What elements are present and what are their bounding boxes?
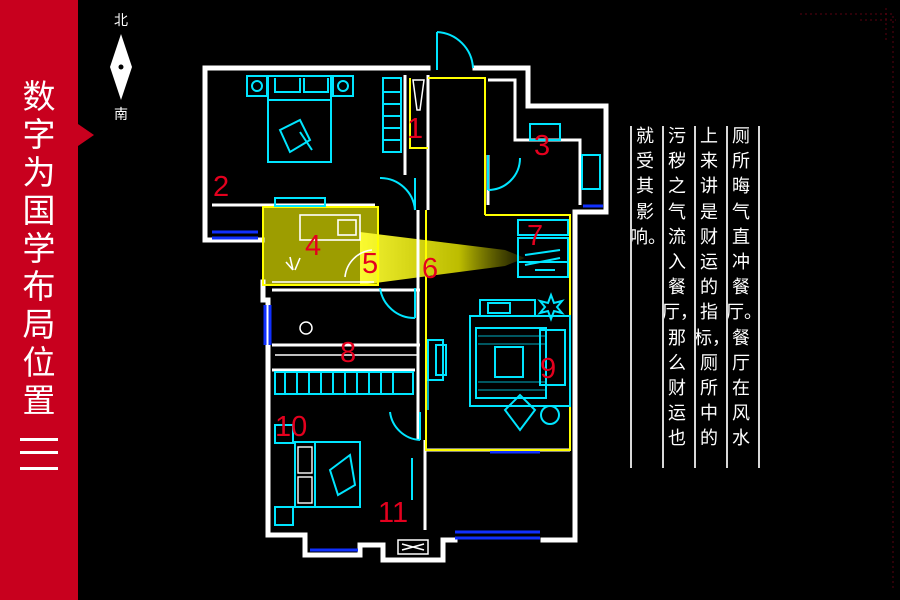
room-label-2: 2 (213, 171, 229, 203)
room-number-labels: 1 2 3 4 5 6 7 8 9 10 11 (213, 113, 556, 529)
room-label-7: 7 (527, 220, 543, 252)
compass-north-label: 北 (114, 13, 128, 29)
column-divider (726, 126, 728, 468)
wardrobe-10 (274, 371, 414, 395)
room-label-9: 9 (540, 353, 556, 385)
room-label-1: 1 (407, 113, 423, 145)
title-sidebar: 数字为国学布局位置 (0, 0, 78, 600)
column-divider (630, 126, 632, 468)
room-label-10: 10 (275, 411, 307, 443)
description-column-3: 污秽之气流入餐厅，那么财运也 (662, 126, 698, 450)
bedroom-10-bed (274, 424, 361, 526)
column-divider (758, 126, 760, 468)
description-column-4: 就受其影响。 (630, 126, 666, 248)
room-label-5: 5 (362, 248, 378, 280)
room-label-3: 3 (534, 130, 550, 162)
dining-7-furniture (517, 219, 569, 278)
balcony-11-fixtures (397, 539, 429, 555)
sidebar-arrow-icon (78, 124, 94, 146)
bedroom-2-furniture (246, 75, 402, 207)
slide-title-number (20, 438, 58, 472)
windows (212, 204, 603, 552)
entry-door (436, 31, 474, 70)
room-label-11: 11 (378, 497, 408, 529)
toilet-1-fixtures (412, 79, 425, 111)
column-divider (662, 126, 664, 468)
room-8-fixtures (275, 321, 418, 356)
slide-title: 数字为国学布局位置 (22, 77, 56, 420)
doors (379, 176, 421, 500)
column-divider (694, 126, 696, 468)
living-rug-hatch (478, 335, 545, 391)
room-label-6: 6 (422, 253, 438, 285)
bathroom-4-fixtures (272, 214, 374, 283)
description-column-1: 厕所晦气直冲餐厅。餐厅在风水 (726, 126, 762, 450)
compass-south-label: 南 (114, 107, 128, 123)
corner-decoration (800, 8, 896, 590)
highlight-room-4 (263, 207, 378, 285)
room-label-4: 4 (305, 230, 321, 262)
description-column-2: 上来讲是财运的指标，厕所中的 (694, 126, 730, 450)
room-label-8: 8 (340, 337, 356, 369)
room-3-fixtures (487, 123, 601, 191)
qi-flow-highlight (360, 232, 525, 285)
compass: 北 南 (110, 13, 132, 123)
exterior-walls (202, 65, 609, 563)
